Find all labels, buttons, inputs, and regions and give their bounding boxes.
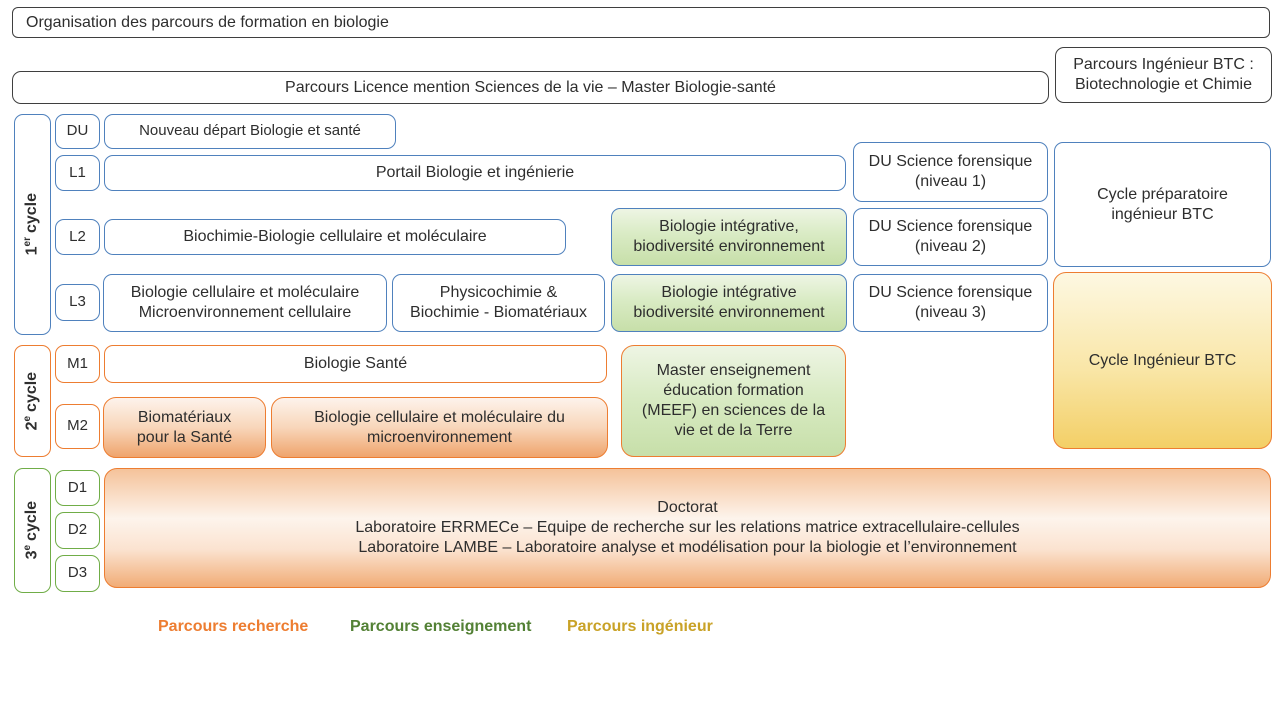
cycle-1-label-text: 1ercycle	[22, 193, 41, 256]
box-du-forensique-niveau3: DU Science forensique (niveau 3)	[853, 274, 1048, 332]
box-biomateriaux-sante: Biomatériaux pour la Santé	[103, 397, 266, 458]
level-d3-label: D3	[55, 555, 100, 592]
cycle-2-label-text: 2ecycle	[22, 371, 41, 431]
box-bio-integrative-l3: Biologie intégrative biodiversité enviro…	[611, 274, 847, 332]
box-master-meef: Master enseignement éducation formation …	[621, 345, 846, 457]
box-biologie-sante: Biologie Santé	[104, 345, 607, 383]
legend-parcours-ingenieur: Parcours ingénieur	[567, 618, 713, 635]
box-cycle-ingenieur-btc: Cycle Ingénieur BTC	[1053, 272, 1272, 449]
box-cycle-preparatoire-btc: Cycle préparatoire ingénieur BTC	[1054, 142, 1271, 267]
cycle-2-label: 2ecycle	[14, 345, 51, 457]
level-d2-label: D2	[55, 512, 100, 549]
header-parcours-ingenieur-btc: Parcours Ingénieur BTC : Biotechnologie …	[1055, 47, 1272, 103]
legend-parcours-enseignement: Parcours enseignement	[350, 618, 532, 635]
box-biochimie-bio-cellulaire: Biochimie-Biologie cellulaire et molécul…	[104, 219, 566, 255]
level-m2-label: M2	[55, 404, 100, 449]
cycle-3-label-text: 3ecycle	[22, 501, 41, 560]
level-m1-label: M1	[55, 345, 100, 383]
level-du-label: DU	[55, 114, 100, 149]
level-l2-label: L2	[55, 219, 100, 255]
level-d1-label: D1	[55, 470, 100, 506]
box-physicochimie-biochimie: Physicochimie & Biochimie - Biomatériaux	[392, 274, 605, 332]
header-licence-master: Parcours Licence mention Sciences de la …	[12, 71, 1049, 104]
box-du-forensique-niveau2: DU Science forensique (niveau 2)	[853, 208, 1048, 266]
box-portail-biologie: Portail Biologie et ingénierie	[104, 155, 846, 191]
box-bio-cellulaire-microenvironnement-m2: Biologie cellulaire et moléculaire du mi…	[271, 397, 608, 458]
box-bio-integrative-l2: Biologie intégrative, biodiversité envir…	[611, 208, 847, 266]
box-nouveau-depart: Nouveau départ Biologie et santé	[104, 114, 396, 149]
box-bio-cellulaire-microenvironnement-l3: Biologie cellulaire et moléculaire Micro…	[103, 274, 387, 332]
box-du-forensique-niveau1: DU Science forensique (niveau 1)	[853, 142, 1048, 202]
cycle-1-label: 1ercycle	[14, 114, 51, 335]
cycle-3-label: 3ecycle	[14, 468, 51, 593]
box-doctorat: Doctorat Laboratoire ERRMECe – Equipe de…	[104, 468, 1271, 588]
diagram-title: Organisation des parcours de formation e…	[12, 7, 1270, 38]
legend-parcours-recherche: Parcours recherche	[158, 618, 309, 635]
level-l1-label: L1	[55, 155, 100, 191]
level-l3-label: L3	[55, 284, 100, 321]
